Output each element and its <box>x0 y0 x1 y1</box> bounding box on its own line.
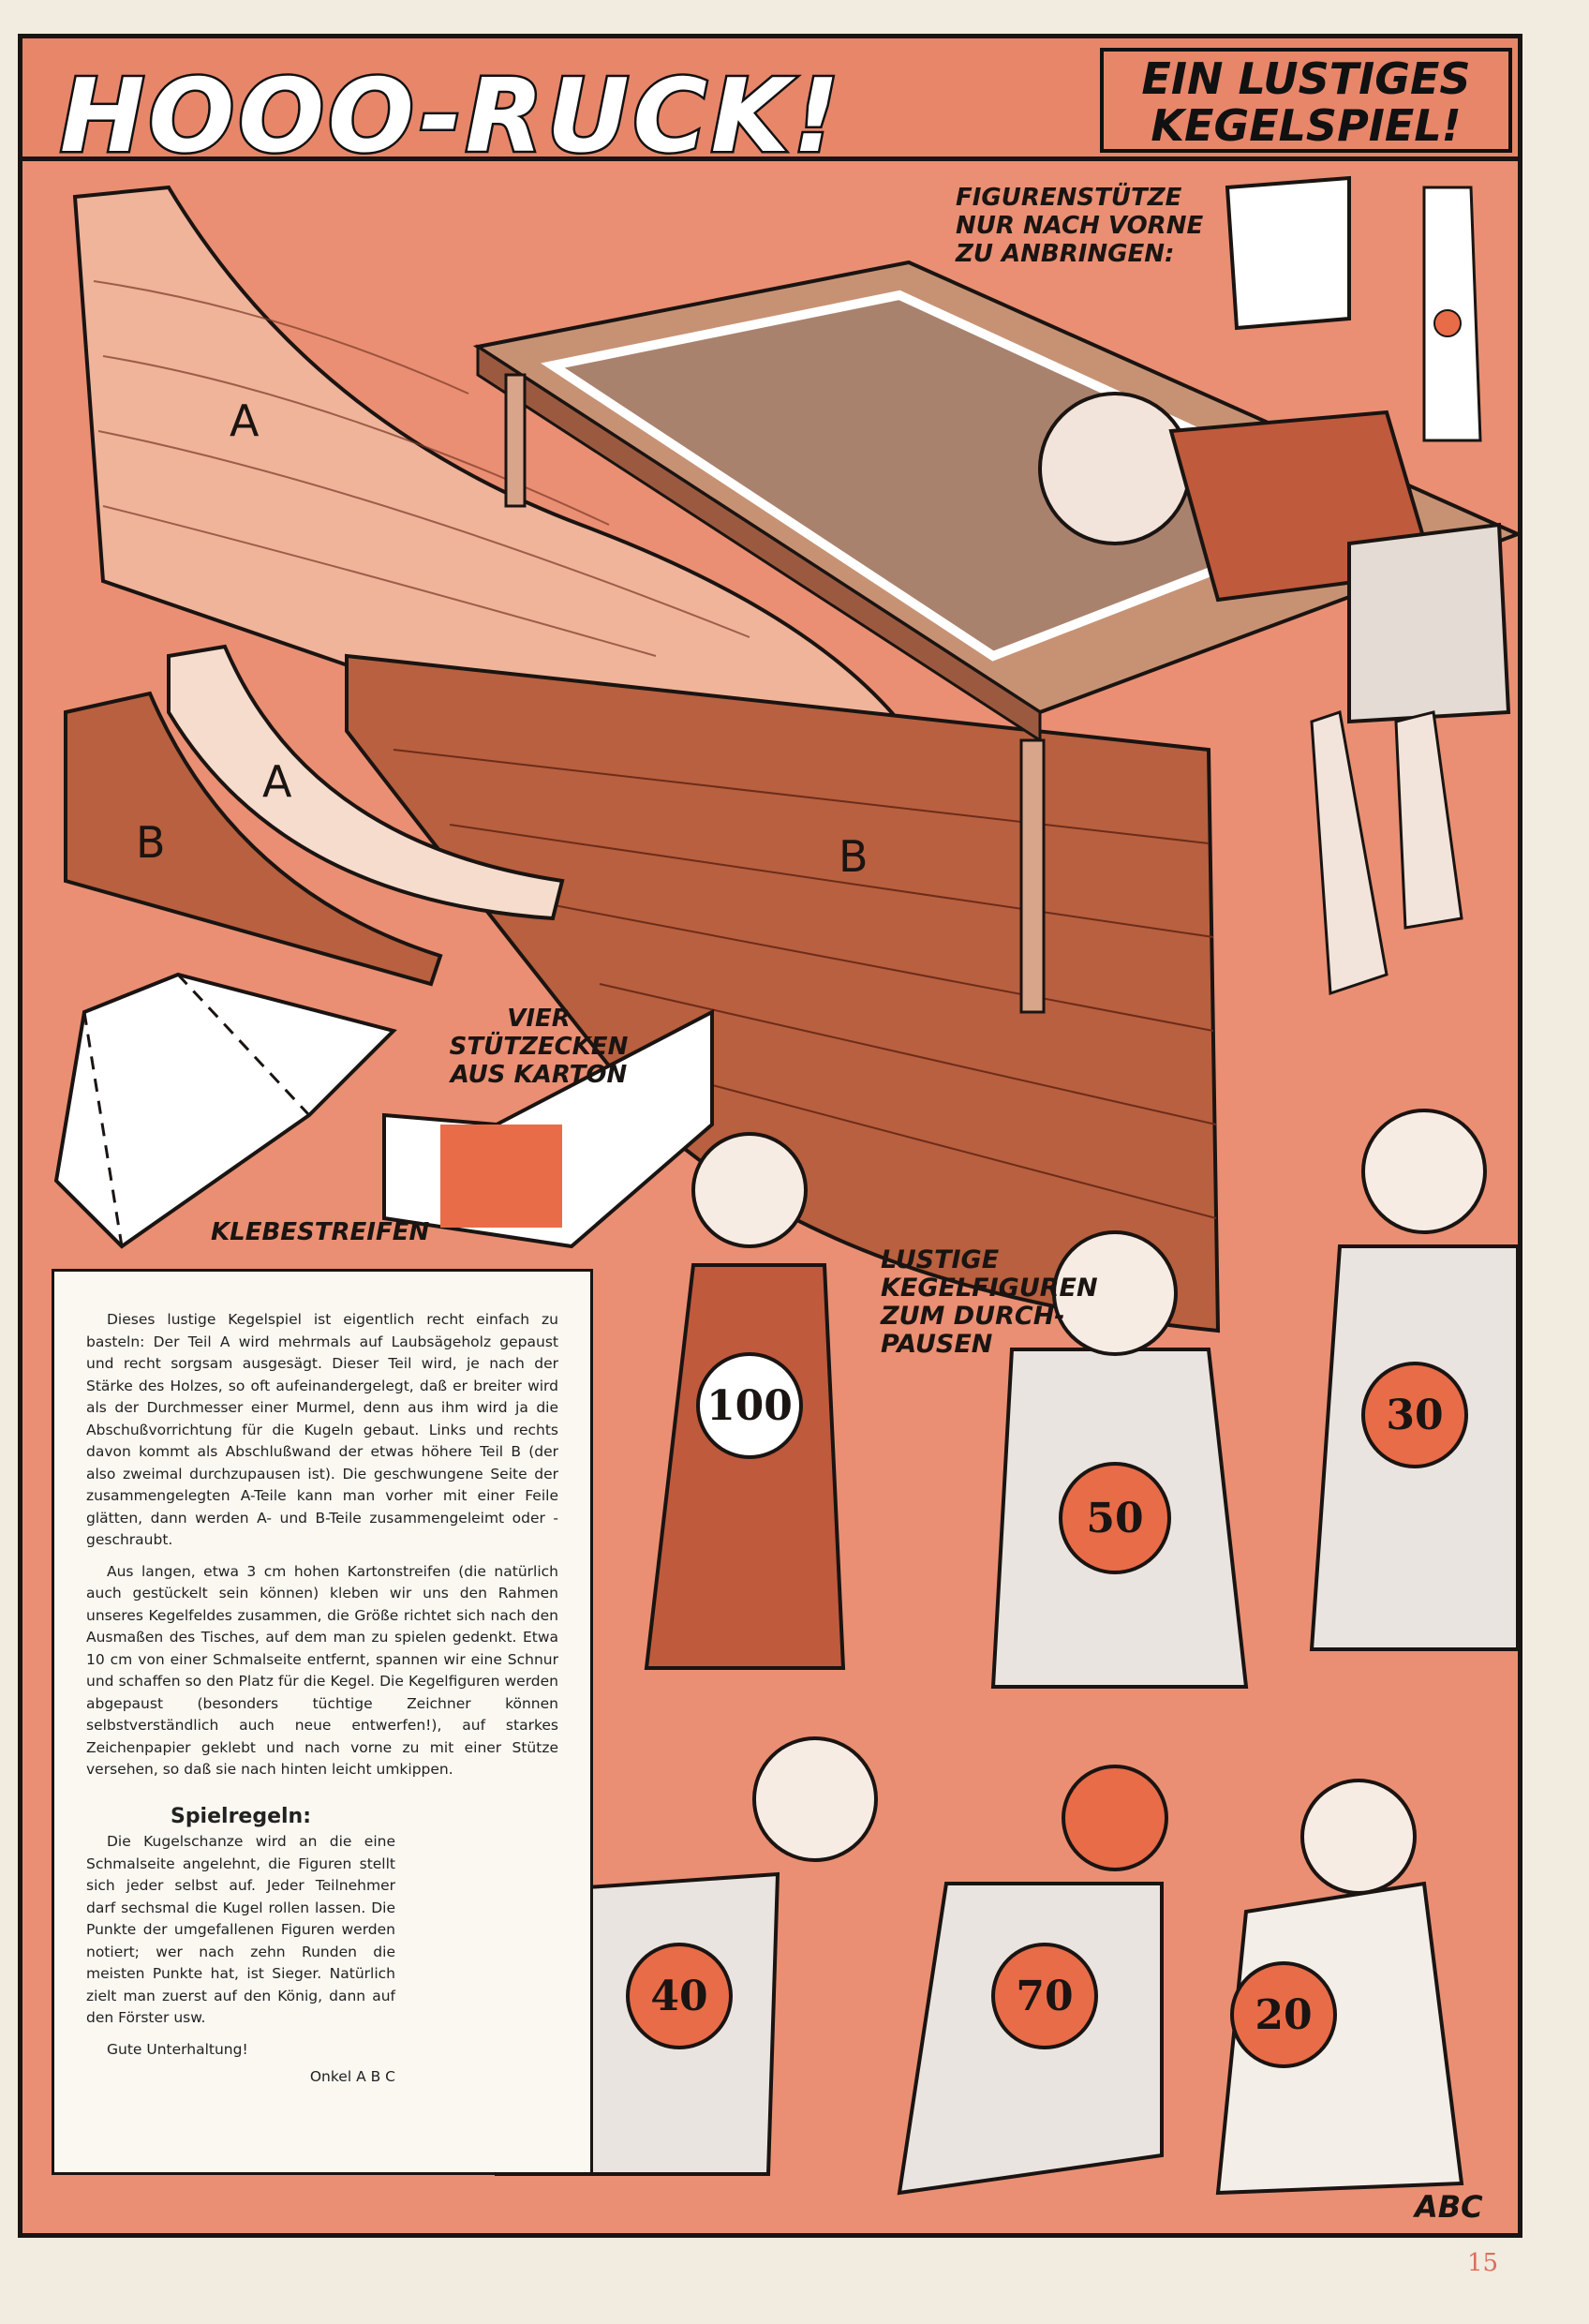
article-paragraph-1: Dieses lustige Kegelspiel ist eigentlich… <box>86 1311 558 1548</box>
small-part-a-label: A <box>262 756 292 807</box>
author-signature: Onkel A B C <box>309 2068 395 2085</box>
subtitle-line-1: EIN LUSTIGES <box>1141 53 1471 104</box>
title-bar: HOOO-RUCK! EIN LUSTIGES KEGELSPIEL! <box>18 34 1522 170</box>
wood-part-a <box>72 185 904 724</box>
figure-points-50: 50 <box>1086 1495 1143 1542</box>
small-part-b-label: B <box>136 817 166 868</box>
part-b-label: B <box>839 831 869 882</box>
boy-figure <box>1038 392 1511 996</box>
page-number: 15 <box>1467 2249 1499 2277</box>
figure-points-40: 40 <box>650 1973 707 2020</box>
launcher-part-b <box>64 691 443 987</box>
article-text-box: Dieses lustige Kegelspiel ist eigentlich… <box>52 1269 593 2175</box>
subtitle-box: EIN LUSTIGES KEGELSPIEL! <box>1100 48 1512 153</box>
launcher-part-a <box>167 644 565 921</box>
article-paragraph-2: Aus langen, etwa 3 cm hohen Kartonstreif… <box>86 1562 558 1779</box>
cardboard-corner <box>53 972 397 1249</box>
corners-label: VIER STÜTZECKEN AUS KARTON <box>449 1005 629 1089</box>
table-leg <box>1019 738 1046 1014</box>
figure-support-label: FIGURENSTÜTZE NUR NACH VORNE ZU ANBRINGE… <box>956 184 1204 268</box>
closing-text: Gute Unterhaltung! <box>107 2040 248 2058</box>
figure-points-70: 70 <box>1016 1973 1073 2020</box>
rules-heading: Spielregeln: <box>170 1804 312 1828</box>
part-a-label: A <box>230 395 260 446</box>
figure-points-30: 30 <box>1386 1392 1443 1439</box>
tape-label: KLEBESTREIFEN <box>211 1218 430 1246</box>
figure-support-illustration <box>1225 175 1482 442</box>
rules-text: Die Kugelschanze wird an die eine Schmal… <box>86 1833 395 2026</box>
subtitle-line-2: KEGELSPIEL! <box>1151 100 1462 151</box>
figure-points-100: 100 <box>706 1382 793 1430</box>
figures-label: LUSTIGE KEGELFIGUREN ZUM DURCH-PAUSEN <box>881 1245 1098 1359</box>
figure-points-20: 20 <box>1255 1991 1312 2039</box>
artist-signature: ABC <box>1415 2189 1483 2225</box>
page-title: HOOO-RUCK! <box>58 58 843 175</box>
figure-king <box>644 1263 846 1670</box>
